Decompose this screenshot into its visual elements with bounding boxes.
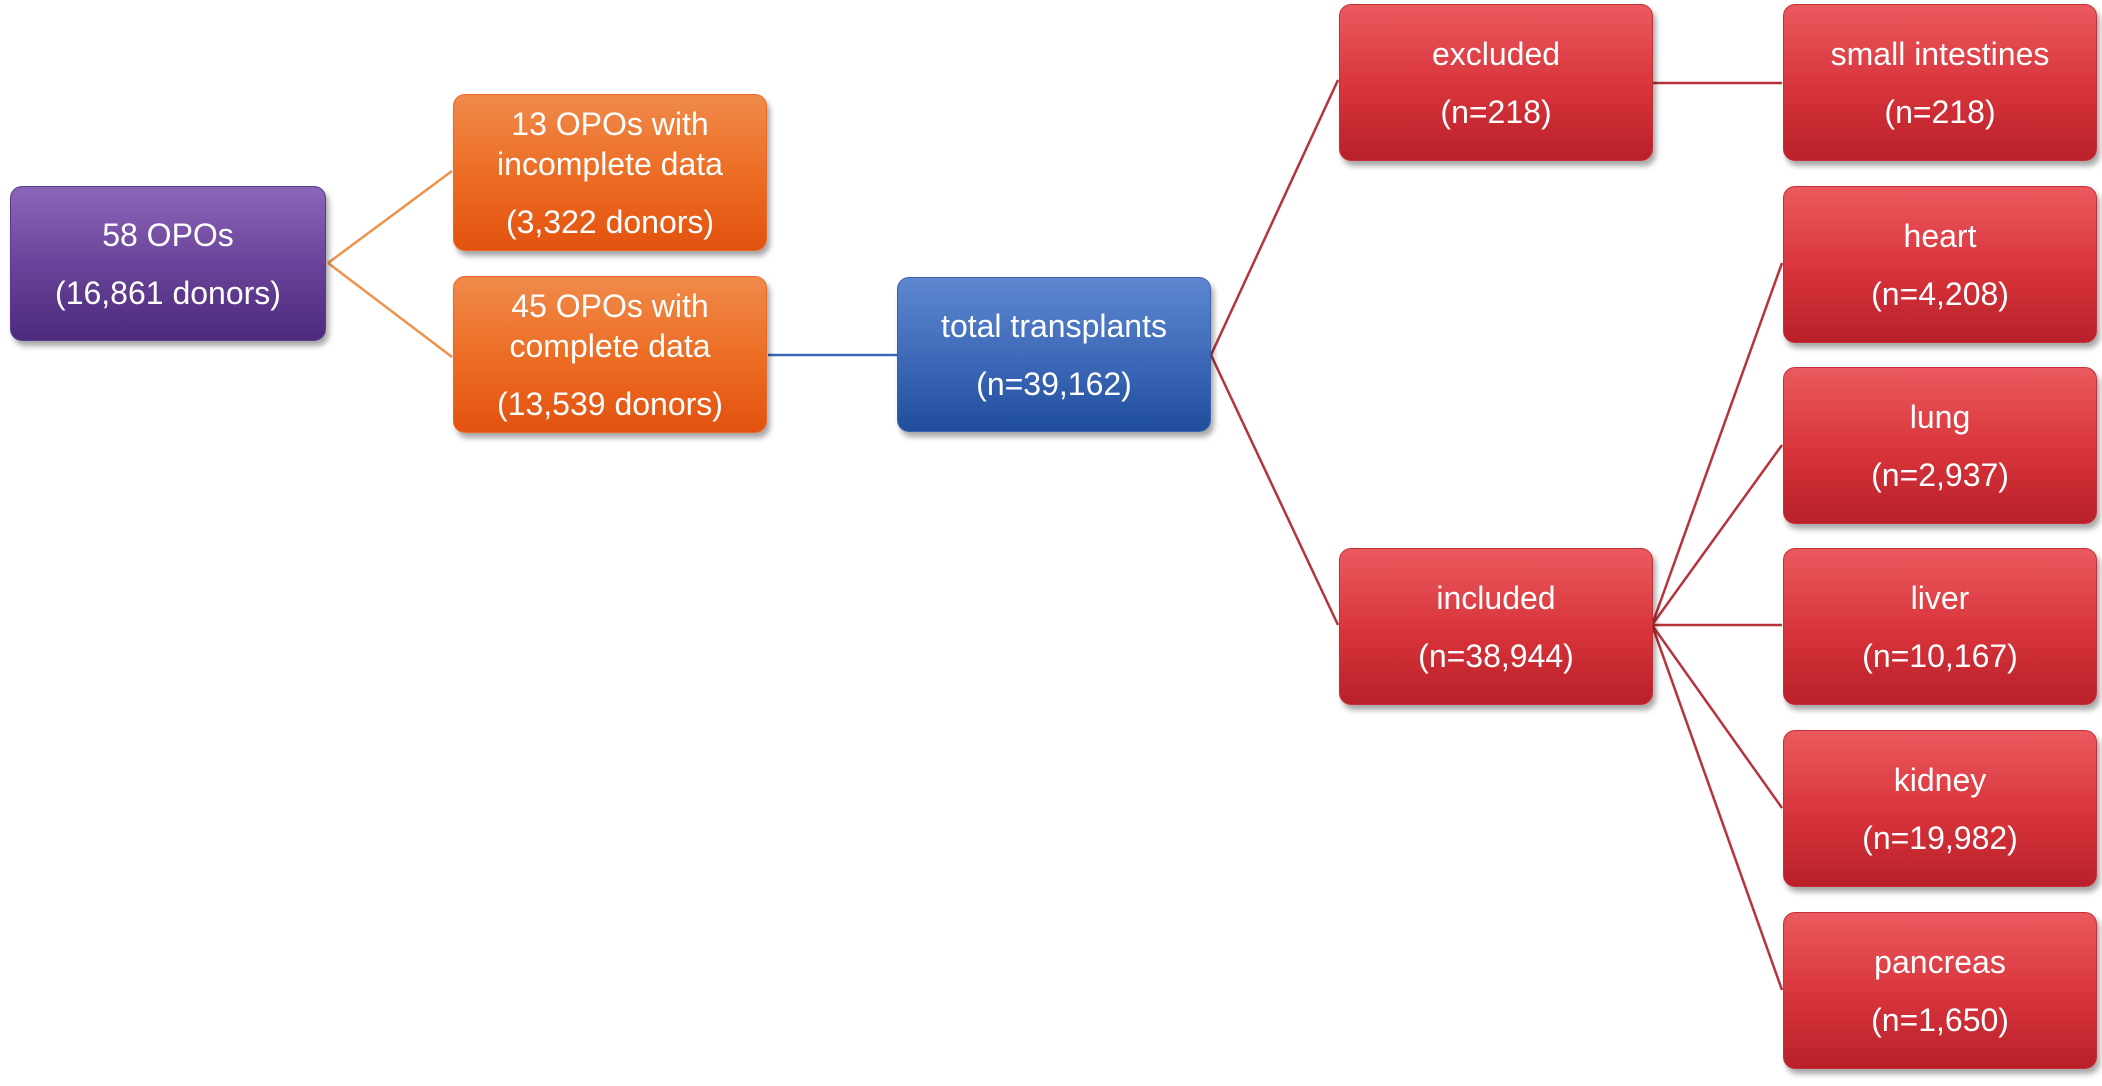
node-included-count: (n=38,944) xyxy=(1418,637,1574,674)
node-kidney: kidney (n=19,982) xyxy=(1783,730,2097,887)
node-complete-data-count: (13,539 donors) xyxy=(497,385,723,422)
node-incomplete-data-title: 13 OPOs with incomplete data xyxy=(497,105,723,182)
node-incomplete-data: 13 OPOs with incomplete data (3,322 dono… xyxy=(453,94,767,251)
node-total-transplants: total transplants (n=39,162) xyxy=(897,277,1211,432)
node-lung-count: (n=2,937) xyxy=(1871,456,2009,493)
node-heart-title: heart xyxy=(1903,217,1977,254)
node-kidney-title: kidney xyxy=(1893,761,1987,798)
node-total-transplants-title: total transplants xyxy=(941,307,1167,344)
node-included: included (n=38,944) xyxy=(1339,548,1653,705)
node-heart-count: (n=4,208) xyxy=(1871,275,2009,312)
node-pancreas: pancreas (n=1,650) xyxy=(1783,912,2097,1069)
connector-included-kidney xyxy=(1650,624,1784,809)
node-small-intestines-title: small intestines xyxy=(1830,35,2050,72)
node-excluded-title: excluded xyxy=(1431,35,1561,72)
connector-included-lung xyxy=(1650,444,1784,626)
node-complete-data-title: 45 OPOs with complete data xyxy=(509,287,711,364)
connector-root-complete xyxy=(327,262,453,358)
node-heart: heart (n=4,208) xyxy=(1783,186,2097,343)
node-lung-title: lung xyxy=(1909,398,1971,435)
connector-included-heart xyxy=(1650,262,1784,626)
node-liver-title: liver xyxy=(1910,579,1970,616)
node-excluded-count: (n=218) xyxy=(1440,93,1552,130)
node-lung: lung (n=2,937) xyxy=(1783,367,2097,524)
node-incomplete-data-count: (3,322 donors) xyxy=(505,203,715,240)
node-58-opos: 58 OPOs (16,861 donors) xyxy=(10,186,326,341)
node-small-intestines: small intestines (n=218) xyxy=(1783,4,2097,161)
node-pancreas-count: (n=1,650) xyxy=(1871,1001,2009,1038)
connector-total-excluded xyxy=(1209,79,1340,356)
node-liver: liver (n=10,167) xyxy=(1783,548,2097,705)
connector-included-pancreas xyxy=(1650,624,1784,991)
node-pancreas-title: pancreas xyxy=(1874,943,2006,980)
node-small-intestines-count: (n=218) xyxy=(1884,93,1996,130)
node-complete-data: 45 OPOs with complete data (13,539 donor… xyxy=(453,276,767,433)
node-included-title: included xyxy=(1436,579,1556,616)
connector-root-incomplete xyxy=(327,169,453,265)
connector-total-included xyxy=(1209,354,1340,626)
node-total-transplants-count: (n=39,162) xyxy=(976,365,1132,402)
node-liver-count: (n=10,167) xyxy=(1862,637,2018,674)
node-excluded: excluded (n=218) xyxy=(1339,4,1653,161)
node-58-opos-count: (16,861 donors) xyxy=(55,274,281,311)
node-kidney-count: (n=19,982) xyxy=(1862,819,2018,856)
node-58-opos-title: 58 OPOs xyxy=(102,216,234,253)
